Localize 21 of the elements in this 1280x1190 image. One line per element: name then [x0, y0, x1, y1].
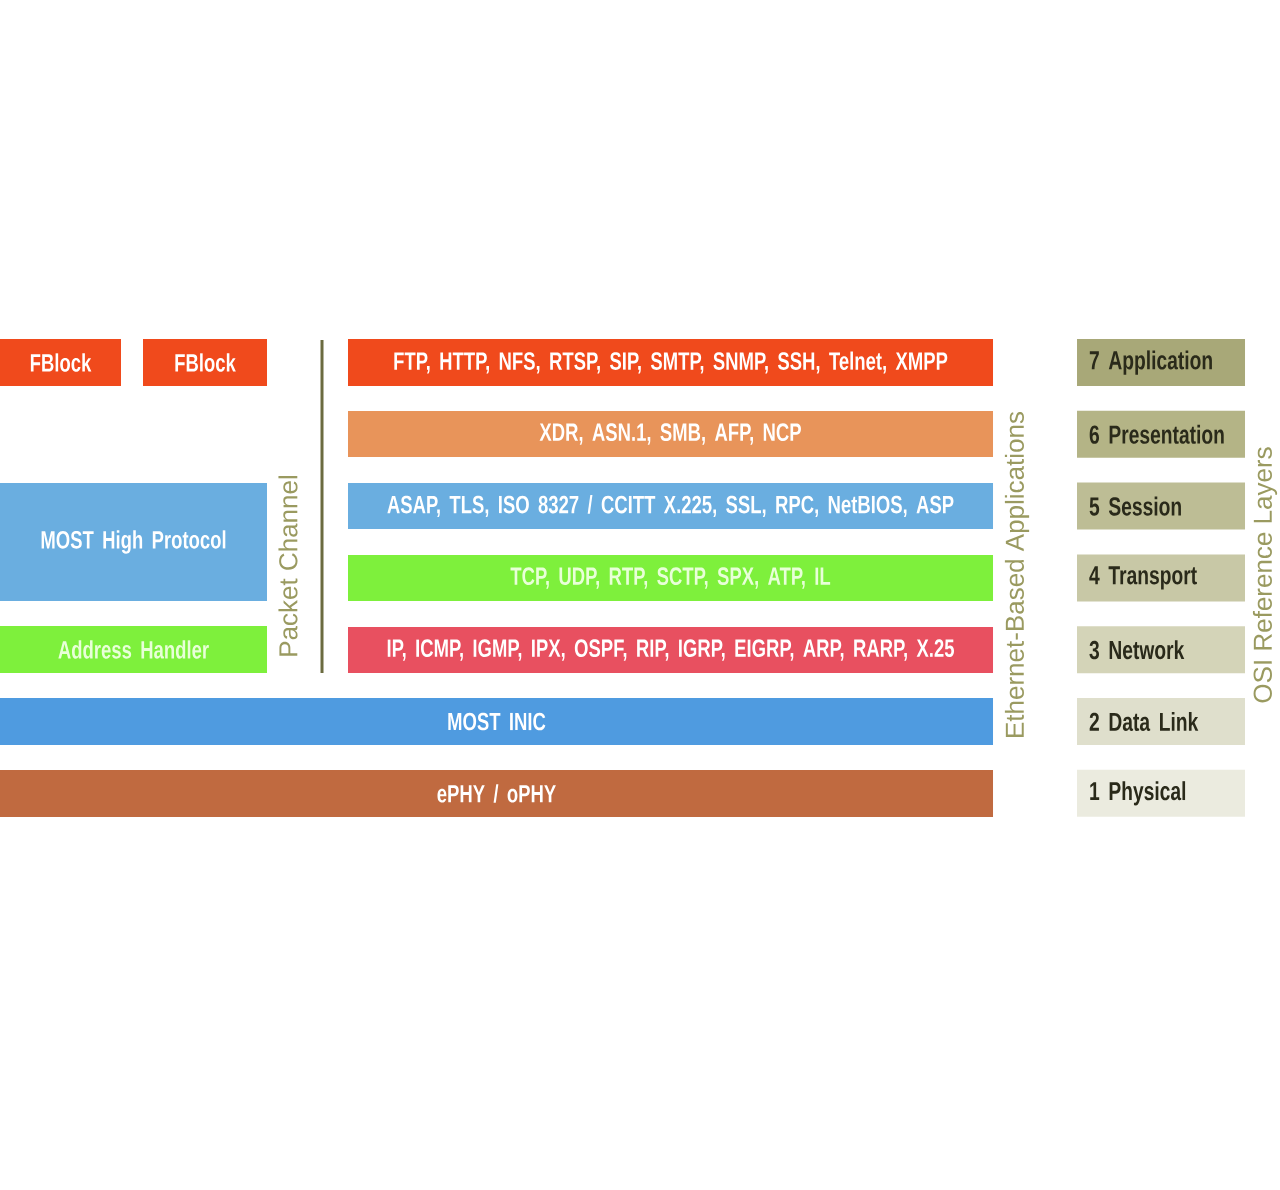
layer-box: 6 Presentation [1077, 410, 1245, 458]
vertical-label: Ethernet-Based Applications [1004, 411, 1030, 737]
layer-box: Address Handler [0, 626, 267, 673]
layer-box: MOST High Protocol [0, 483, 267, 601]
layer-box: 7 Application [1077, 339, 1245, 386]
layer-box: XDR, ASN.1, SMB, AFP, NCP [348, 411, 993, 457]
layer-box: 4 Transport [1077, 554, 1245, 602]
layer-box: TCP, UDP, RTP, SCTP, SPX, ATP, IL [348, 555, 993, 601]
layer-box: 2 Data Link [1077, 698, 1245, 745]
layer-box: ASAP, TLS, ISO 8327 / CCITT X.225, SSL, RPC, NetBIOS, ASP [348, 483, 993, 529]
layer-box: 3 Network [1077, 626, 1245, 674]
vertical-label: OSI Reference Layers [1252, 447, 1278, 703]
layer-box: FBlock [143, 339, 267, 386]
vertical-label: Packet Channel [278, 476, 298, 656]
layer-box: 1 Physical [1077, 769, 1245, 817]
layer-box: ePHY / oPHY [0, 770, 993, 817]
layer-box: MOST INIC [0, 698, 993, 745]
layer-box: FTP, HTTP, NFS, RTSP, SIP, SMTP, SNMP, SSH, Telnet, XMPP [348, 339, 993, 386]
layer-box: 5 Session [1077, 482, 1245, 530]
layer-box: IP, ICMP, IGMP, IPX, OSPF, RIP, IGRP, EIGRP, ARP, RARP, X.25 [348, 627, 993, 673]
layer-box: FBlock [0, 339, 121, 386]
